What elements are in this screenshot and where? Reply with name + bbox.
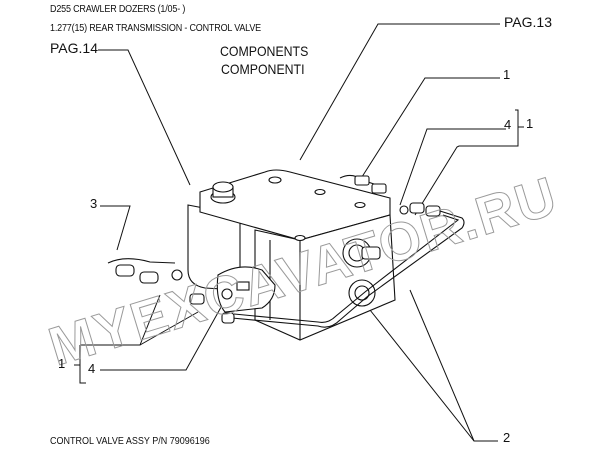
elbow-left [139,271,159,284]
leader-item4-left [100,299,226,371]
callout-item-1-top: 1 [503,67,511,82]
section-title: 1.277(15) REAR TRANSMISSION - CONTROL VA… [50,23,261,34]
valve-body [187,169,396,341]
model-title: D255 CRAWLER DOZERS (1/05- ) [50,4,186,15]
leader-item2 [369,309,498,442]
callout-item-3: 3 [90,196,98,211]
tube-left [107,258,176,264]
tube-long [231,210,465,328]
o-ring-center [221,288,233,300]
page-reference-left: PAG.14 [50,40,98,56]
page-reference-right: PAG.13 [504,14,552,30]
fitting-top-1 [354,175,370,186]
bracket-top-right [459,109,519,147]
fitting-left-2 [189,293,205,305]
bracket-left [79,345,86,384]
fitting-bottom [221,312,235,324]
callout-item-4-left: 4 [88,361,96,376]
leader-pag13 [299,23,500,161]
fitting-left-1 [115,264,135,277]
leader-pag14 [98,49,191,186]
components-title: COMPONENTS [220,43,309,59]
leader-item3 [100,205,131,251]
footer-caption: CONTROL VALVE ASSY P/N 79096196 [50,436,210,447]
leader-item4-top [399,128,506,206]
componenti-title: COMPONENTI [221,61,305,77]
elbow-right [409,202,425,214]
leader-item1-top [359,77,500,181]
o-ring-left [171,269,183,281]
fitting-top-2 [371,183,387,194]
callout-item-4-top: 4 [504,117,512,132]
callout-bracket-1-left: 1 [58,356,66,371]
callout-bracket-1-top: 1 [526,116,534,131]
callout-item-2: 2 [503,430,511,445]
